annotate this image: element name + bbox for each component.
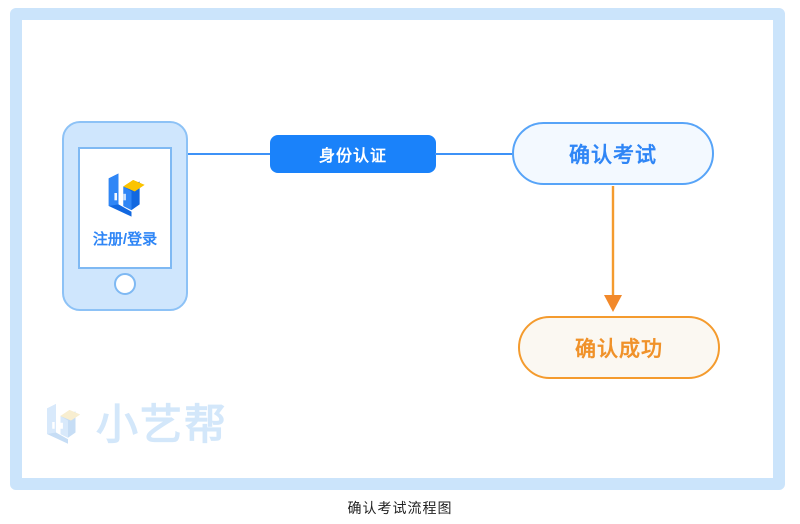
xiaoyibang-logo-icon xyxy=(38,398,86,451)
node-register-login[interactable]: 注册/登录 xyxy=(62,121,188,311)
node-confirm-success[interactable]: 确认成功 xyxy=(518,316,720,379)
phone-home-button[interactable] xyxy=(114,273,136,295)
arrow-down-icon xyxy=(600,186,626,314)
phone-screen-label: 注册/登录 xyxy=(92,231,158,248)
node-identity-auth[interactable]: 身份认证 xyxy=(270,135,436,173)
connector-auth-to-confirm xyxy=(435,153,513,155)
node-confirm-exam[interactable]: 确认考试 xyxy=(512,122,714,185)
watermark-brand: 小艺帮 xyxy=(96,400,229,448)
figure-caption: 确认考试流程图 xyxy=(347,500,453,516)
watermark: 小艺帮 xyxy=(38,398,228,451)
xiaoyibang-logo-icon xyxy=(99,167,151,224)
phone-screen: 注册/登录 xyxy=(78,147,172,269)
connector-phone-to-auth xyxy=(188,153,270,155)
